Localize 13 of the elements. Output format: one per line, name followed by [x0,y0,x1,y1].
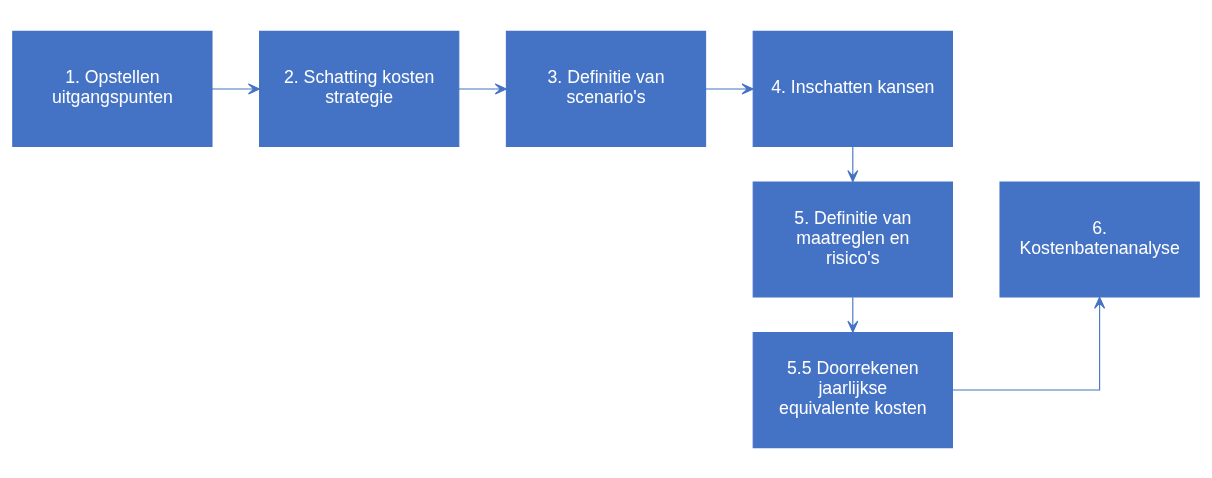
arrow [951,296,1106,391]
node-box: 2. Schatting kosten strategie [259,30,460,147]
node-box: 1. Opstellen uitgangspunten [12,30,213,147]
node-box: 5. Definitie van maatreglen en risico's [752,180,953,298]
arrow [847,145,859,182]
node-box: 6. Kostenbatenanalyse [999,180,1200,298]
arrow [847,296,859,333]
arrow [705,82,754,94]
node-box: 3. Definitie van scenario's [505,30,707,147]
arrow [211,82,261,94]
node-box: 4. Inschatten kansen [752,30,953,147]
arrow [458,82,507,94]
node-box: 5.5 Doorrekenen jaarlijkse equivalente kosten [752,331,953,448]
